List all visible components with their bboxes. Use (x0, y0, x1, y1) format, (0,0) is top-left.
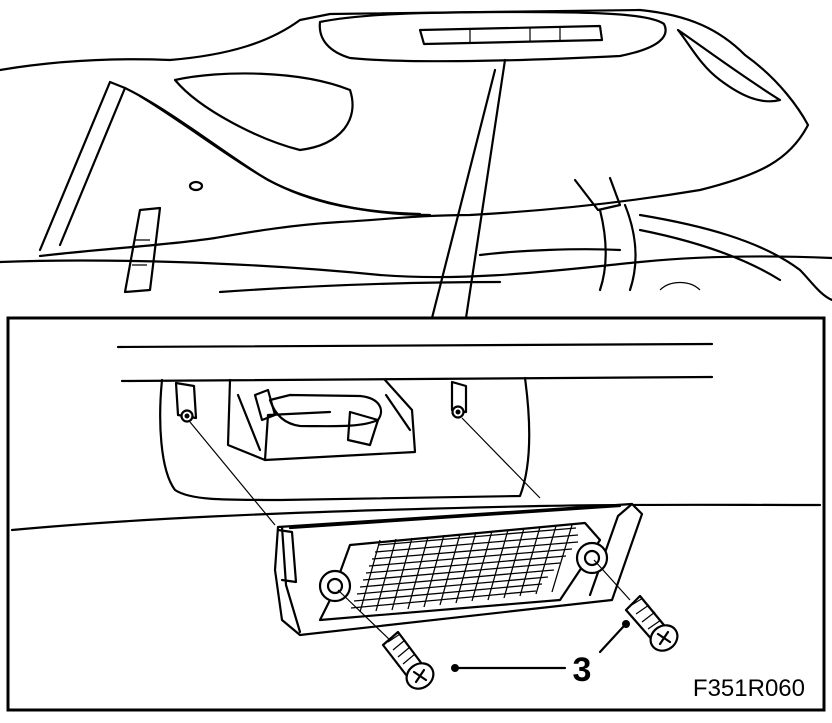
assembly-line-right (461, 417, 541, 499)
assembly-line-left (189, 421, 276, 526)
detail-callout-leader (430, 58, 507, 320)
license-plate-lamp (273, 502, 644, 637)
left-screw-hole (174, 381, 198, 423)
detail-frame (6, 316, 826, 712)
lamp-lens-grille (350, 524, 579, 613)
callout-3: 3 (451, 620, 630, 689)
screw-left (337, 589, 435, 690)
figure-code: F351R060 (693, 675, 805, 702)
callout-number: 3 (573, 651, 592, 689)
screw-right (593, 559, 679, 652)
right-screw-hole (450, 380, 468, 419)
detail-view (10, 342, 822, 532)
tailgate-overview (0, 8, 832, 302)
